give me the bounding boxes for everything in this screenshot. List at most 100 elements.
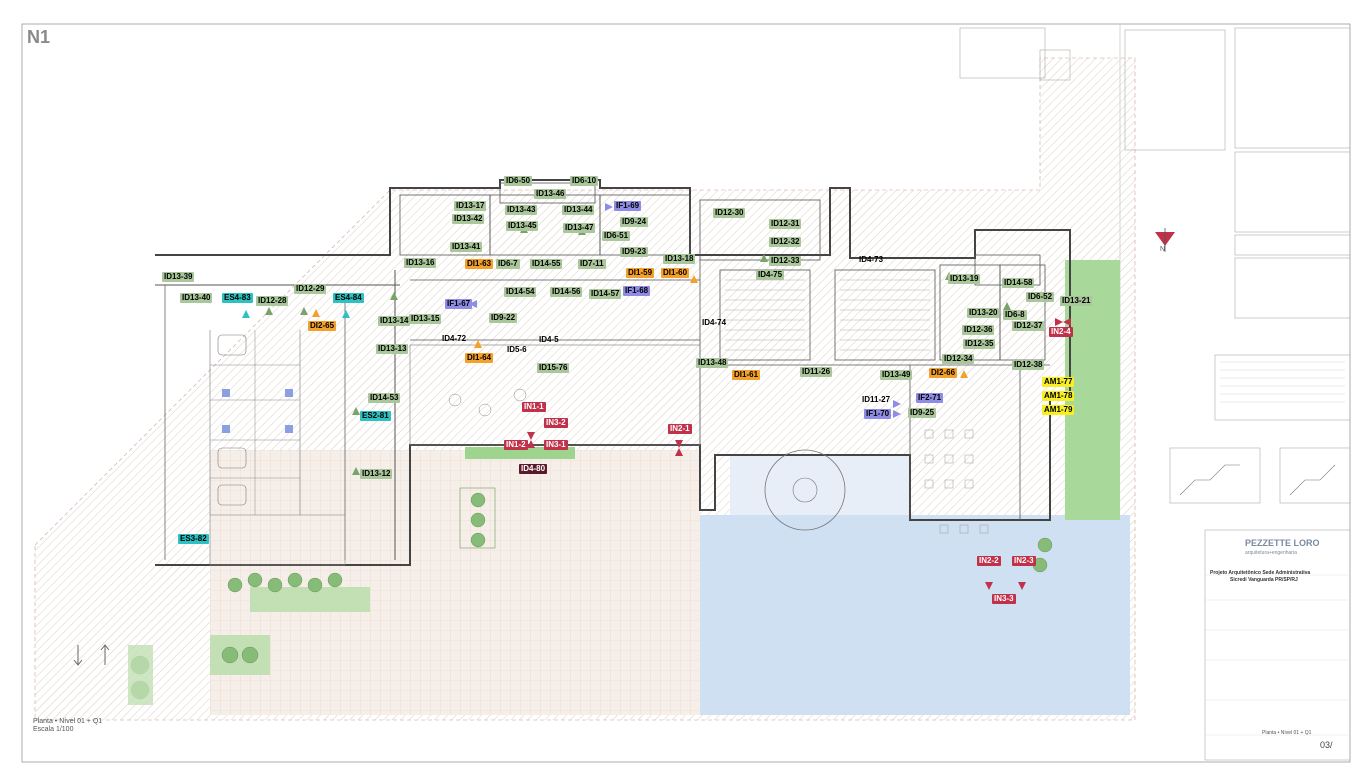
- tag-ID4-5[interactable]: ID4-5: [539, 335, 559, 344]
- tag-ID9-22[interactable]: ID9-22: [489, 313, 518, 323]
- tag-ID13-48[interactable]: ID13-48: [696, 358, 729, 368]
- tag-ID15-76[interactable]: ID15-76: [537, 363, 570, 373]
- tag-DI1-60[interactable]: DI1-60: [661, 268, 690, 278]
- tag-IF2-71[interactable]: IF2-71: [916, 393, 944, 403]
- tag-ID12-29[interactable]: ID12-29: [294, 284, 327, 294]
- tag-ID13-13[interactable]: ID13-13: [376, 344, 409, 354]
- tag-ID4-73[interactable]: ID4-73: [859, 255, 884, 264]
- tag-ID6-8[interactable]: ID6-8: [1003, 310, 1027, 320]
- tag-DI1-63[interactable]: DI1-63: [465, 259, 494, 269]
- tag-ID4-75[interactable]: ID4-75: [756, 270, 785, 280]
- project-subtitle: Sicredi Vanguarda PR/SP/RJ: [1230, 577, 1298, 583]
- tag-IN3-3[interactable]: IN3-3: [992, 594, 1016, 604]
- tag-IN3-2[interactable]: IN3-2: [544, 418, 568, 428]
- tag-ID13-18[interactable]: ID13-18: [663, 254, 696, 264]
- tag-ID11-26[interactable]: ID11-26: [800, 367, 833, 377]
- sheet-code: N1: [27, 27, 51, 47]
- tag-IF1-67[interactable]: IF1-67: [445, 299, 473, 309]
- tag-ID14-56[interactable]: ID14-56: [550, 287, 583, 297]
- tag-AM1-77[interactable]: AM1-77: [1042, 377, 1075, 387]
- tag-ID6-50[interactable]: ID6-50: [504, 176, 533, 186]
- tag-ID4-74[interactable]: ID4-74: [702, 318, 727, 327]
- tag-AM1-79[interactable]: AM1-79: [1042, 405, 1075, 415]
- caption-title: Planta: [33, 718, 53, 725]
- tag-ID4-80[interactable]: ID4-80: [519, 464, 548, 474]
- tag-IF1-70[interactable]: IF1-70: [864, 409, 892, 419]
- tag-ID12-38[interactable]: ID12-38: [1012, 360, 1045, 370]
- tag-ES3-82[interactable]: ES3-82: [178, 534, 209, 544]
- tag-ID12-30[interactable]: ID12-30: [713, 208, 746, 218]
- north-arrow-label: N: [1160, 246, 1166, 253]
- tag-ID13-42[interactable]: ID13-42: [452, 214, 485, 224]
- tag-ID13-40[interactable]: ID13-40: [180, 293, 213, 303]
- tag-ID13-46[interactable]: ID13-46: [534, 189, 567, 199]
- tag-ID6-10[interactable]: ID6-10: [570, 176, 599, 186]
- tag-IN2-3[interactable]: IN2-3: [1012, 556, 1036, 566]
- tag-ID12-36[interactable]: ID12-36: [962, 325, 995, 335]
- tag-ID12-34[interactable]: ID12-34: [942, 354, 975, 364]
- tag-ID12-37[interactable]: ID12-37: [1012, 321, 1045, 331]
- tag-ID13-41[interactable]: ID13-41: [450, 242, 483, 252]
- tag-ID11-27[interactable]: ID11-27: [862, 395, 891, 404]
- tag-ES4-83[interactable]: ES4-83: [222, 293, 253, 303]
- tag-ID12-31[interactable]: ID12-31: [769, 219, 802, 229]
- tag-ID12-28[interactable]: ID12-28: [256, 296, 289, 306]
- tag-ID6-51[interactable]: ID6-51: [602, 231, 631, 241]
- tag-DI2-66[interactable]: DI2-66: [929, 368, 958, 378]
- tag-DI1-61[interactable]: DI1-61: [732, 370, 761, 380]
- tag-ID6-7[interactable]: ID6-7: [496, 259, 520, 269]
- tag-ID9-25[interactable]: ID9-25: [908, 408, 937, 418]
- tag-IN2-1[interactable]: IN2-1: [668, 424, 692, 434]
- tag-ID12-33[interactable]: ID12-33: [769, 256, 802, 266]
- tag-ID14-55[interactable]: ID14-55: [530, 259, 563, 269]
- tag-ES2-81[interactable]: ES2-81: [360, 411, 391, 421]
- caption-subtitle: Nível 01 + Q1: [59, 718, 103, 725]
- tag-ID13-14[interactable]: ID13-14: [378, 316, 411, 326]
- tag-ID14-54[interactable]: ID14-54: [504, 287, 537, 297]
- tag-ID13-15[interactable]: ID13-15: [409, 314, 442, 324]
- tag-ID13-20[interactable]: ID13-20: [967, 308, 1000, 318]
- tag-IN3-1[interactable]: IN3-1: [544, 440, 568, 450]
- tag-ID12-35[interactable]: ID12-35: [963, 339, 996, 349]
- tag-ID13-44[interactable]: ID13-44: [562, 205, 595, 215]
- brand-name: PEZZETTE LORO: [1245, 538, 1320, 548]
- tag-IN2-2[interactable]: IN2-2: [977, 556, 1001, 566]
- tag-ID12-32[interactable]: ID12-32: [769, 237, 802, 247]
- tag-ID6-52[interactable]: ID6-52: [1026, 292, 1055, 302]
- tag-ID13-47[interactable]: ID13-47: [563, 223, 596, 233]
- tag-ID13-21[interactable]: ID13-21: [1060, 296, 1093, 306]
- caption-scale: Escala 1/100: [33, 726, 74, 733]
- tag-IN1-1[interactable]: IN1-1: [522, 402, 546, 412]
- tag-IF1-68[interactable]: IF1-68: [623, 286, 651, 296]
- title-block-brand: PEZZETTE LORO arquitetura+engenharia: [1245, 538, 1320, 558]
- project-title: Projeto Arquitetônico Sede Administrativ…: [1210, 570, 1311, 576]
- tag-IN1-2[interactable]: IN1-2: [504, 440, 528, 450]
- tag-ID13-16[interactable]: ID13-16: [404, 258, 437, 268]
- tag-ID14-58[interactable]: ID14-58: [1002, 278, 1035, 288]
- tag-ID14-57[interactable]: ID14-57: [589, 289, 622, 299]
- tag-ID5-6[interactable]: ID5-6: [507, 345, 527, 354]
- plan-caption: Planta • Nível 01 + Q1 Escala 1/100: [33, 718, 103, 733]
- tag-ID13-39[interactable]: ID13-39: [162, 272, 195, 282]
- tag-IF1-69[interactable]: IF1-69: [614, 201, 642, 211]
- tag-IN2-4[interactable]: IN2-4: [1049, 327, 1073, 337]
- tag-ID13-45[interactable]: ID13-45: [506, 221, 539, 231]
- tag-DI1-59[interactable]: DI1-59: [626, 268, 655, 278]
- tag-AM1-78[interactable]: AM1-78: [1042, 391, 1075, 401]
- tag-ID13-12[interactable]: ID13-12: [360, 469, 393, 479]
- tag-DI1-64[interactable]: DI1-64: [465, 353, 494, 363]
- tag-ID7-11[interactable]: ID7-11: [578, 259, 606, 269]
- tag-ES4-84[interactable]: ES4-84: [333, 293, 364, 303]
- tag-ID9-24[interactable]: ID9-24: [620, 217, 649, 227]
- tag-ID13-19[interactable]: ID13-19: [948, 274, 981, 284]
- tag-DI2-65[interactable]: DI2-65: [308, 321, 337, 331]
- sheet-description: Planta • Nível 01 + Q1: [1262, 730, 1312, 736]
- tag-ID13-49[interactable]: ID13-49: [880, 370, 913, 380]
- tag-ID4-72[interactable]: ID4-72: [442, 334, 467, 343]
- tag-ID9-23[interactable]: ID9-23: [620, 247, 649, 257]
- tag-ID13-17[interactable]: ID13-17: [454, 201, 487, 211]
- tag-ID14-53[interactable]: ID14-53: [368, 393, 401, 403]
- tag-ID13-43[interactable]: ID13-43: [505, 205, 538, 215]
